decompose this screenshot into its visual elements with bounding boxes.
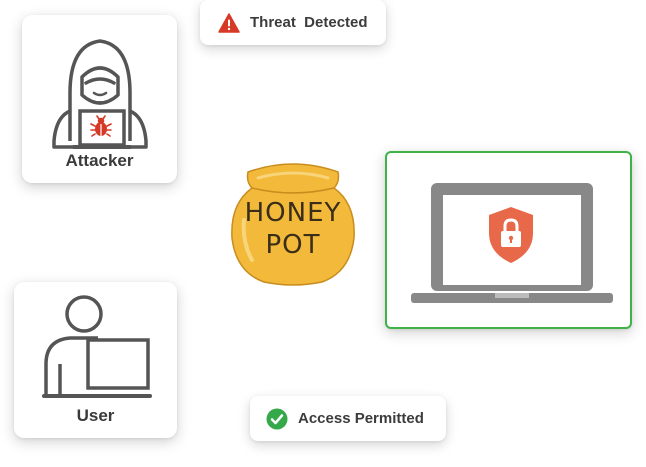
threat-detected-alert: Threat Detected xyxy=(200,0,386,45)
warning-triangle-icon xyxy=(218,12,240,33)
threat-detected-label: Threat Detected xyxy=(250,14,368,31)
access-permitted-alert: Access Permitted xyxy=(250,396,446,441)
hooded-hacker-icon xyxy=(40,33,160,163)
honeypot-jar-icon xyxy=(231,163,355,286)
check-circle-icon xyxy=(266,408,288,430)
user-at-laptop-icon xyxy=(36,290,156,402)
honeypot-label-line2: POT xyxy=(265,230,321,260)
attacker-card: Attacker xyxy=(22,15,177,183)
user-card: User xyxy=(14,282,177,438)
user-label: User xyxy=(76,406,115,425)
protected-system-card xyxy=(385,151,632,329)
honeypot: HONEY POT xyxy=(228,160,358,288)
attacker-label: Attacker xyxy=(65,151,134,170)
bug-icon xyxy=(89,115,113,139)
honeypot-label-line1: HONEY xyxy=(244,198,342,228)
shield-lock-icon xyxy=(485,205,537,265)
access-permitted-label: Access Permitted xyxy=(298,410,424,427)
